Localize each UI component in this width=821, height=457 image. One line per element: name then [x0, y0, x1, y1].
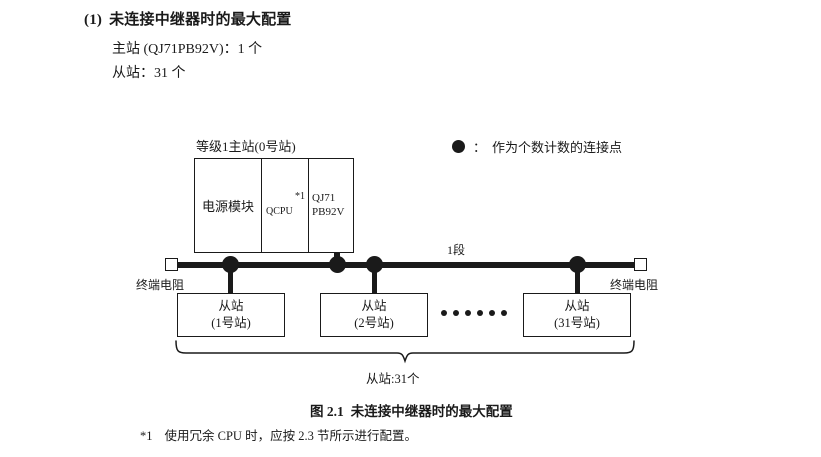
slave-name: 从站	[564, 299, 590, 314]
terminator-right-label: 终端电阻	[610, 278, 659, 292]
drop-lead-slave-31	[575, 265, 580, 295]
spec-master-line: 主站 (QJ71PB92V)：1 个	[112, 42, 263, 57]
ellipsis-dots-icon	[441, 310, 507, 316]
slave-station-number: (1号站)	[211, 316, 251, 330]
drop-lead-slave-2	[372, 265, 377, 295]
slave-station-number: (2号站)	[354, 316, 394, 330]
brace-label: 从站:31个	[366, 372, 420, 386]
terminator-right-icon	[634, 258, 647, 271]
section-heading: (1) 未连接中继器时的最大配置	[84, 8, 292, 29]
legend-colon: ：	[473, 140, 487, 155]
slave-name: 从站	[218, 299, 244, 314]
slave-station-number: (31号站)	[554, 316, 600, 330]
connection-dot-slave-31	[569, 256, 586, 273]
slave-name: 从站	[361, 299, 387, 314]
rack-cell-power-module: 电源模块	[195, 159, 261, 252]
footnote-mark-icon: *1	[295, 191, 305, 202]
figure-caption-text: 未连接中继器时的最大配置	[350, 404, 513, 419]
connection-dot-slave-1	[222, 256, 239, 273]
rack-title: 等级1主站(0号站)	[196, 139, 296, 154]
power-module-label: 电源模块	[201, 199, 254, 214]
filled-circle-icon	[452, 140, 465, 153]
spec-slave-line: 从站：31 个	[112, 66, 186, 81]
master-rack: 电源模块 *1 QCPU QJ71 PB92V	[194, 158, 354, 253]
terminator-left-label: 终端电阻	[136, 278, 185, 292]
legend: ： 作为个数计数的连接点	[452, 137, 622, 156]
rack-cell-pb92v: QJ71 PB92V	[308, 159, 353, 252]
bus-line	[176, 262, 636, 268]
terminator-left-icon	[165, 258, 178, 271]
segment-label: 1段	[447, 243, 466, 257]
slave-station-box: 从站 (2号站)	[320, 293, 428, 337]
figure-caption: 图 2.1 未连接中继器时的最大配置	[310, 400, 513, 420]
rack-cell-qcpu: *1 QCPU	[261, 159, 308, 252]
connection-dot-slave-2	[366, 256, 383, 273]
legend-text: 作为个数计数的连接点	[492, 140, 623, 155]
section-number: (1)	[84, 12, 103, 28]
footnote: *1 使用冗余 CPU 时，应按 2.3 节所示进行配置。	[140, 425, 417, 444]
footnote-text: 使用冗余 CPU 时，应按 2.3 节所示进行配置。	[164, 429, 417, 443]
slave-station-box: 从站 (1号站)	[177, 293, 285, 337]
drop-lead-slave-1	[228, 265, 233, 295]
slave-count-brace	[172, 340, 638, 369]
section-title: 未连接中继器时的最大配置	[109, 12, 292, 28]
slave-station-box: 从站 (31号站)	[523, 293, 631, 337]
connection-dot-master	[329, 256, 346, 273]
pb92v-label-line2: PB92V	[312, 205, 345, 218]
footnote-mark: *1	[140, 429, 153, 443]
qcpu-label: QCPU	[266, 206, 293, 217]
figure-number: 图 2.1	[310, 404, 344, 419]
pb92v-label-line1: QJ71	[312, 191, 336, 204]
